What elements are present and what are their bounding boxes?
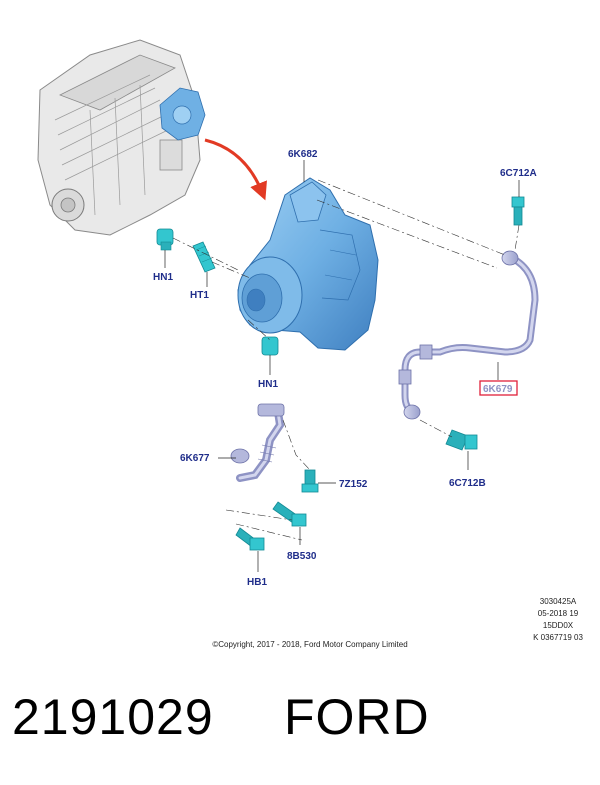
callout-HB1: HB1 (247, 577, 267, 588)
nut-HN1-lower (261, 336, 279, 356)
callout-HN1-upper: HN1 (153, 272, 173, 283)
bolt-8B530 (272, 501, 307, 527)
callout-HT1: HT1 (190, 290, 209, 301)
callout-8B530: 8B530 (287, 551, 317, 562)
drawing-ref-line4: K 0367719 03 (533, 633, 583, 642)
bolt-7Z152 (301, 469, 319, 493)
callout-6K682: 6K682 (288, 149, 318, 160)
stud-HT1 (192, 241, 216, 273)
oil-drain-pipe-6K677 (230, 403, 285, 482)
banjo-bolt-6C712B (445, 429, 478, 451)
callout-7Z152: 7Z152 (339, 479, 368, 490)
oil-pipe-6K679 (398, 250, 539, 420)
turbo-location-highlight (159, 87, 206, 141)
nut-HN1-upper (156, 228, 174, 251)
copyright-notice: ©Copyright, 2017 - 2018, Ford Motor Comp… (212, 640, 408, 649)
location-arrow (204, 138, 267, 201)
turbocharger-6K682 (237, 177, 379, 351)
exploded-parts-diagram: 6K682 6C712A HN1 HT1 HN1 6K679 6K677 7Z1… (37, 39, 539, 588)
drawing-ref-line3: 15DD0X (542, 621, 574, 630)
drawing-ref-line1: 3030425A (539, 597, 577, 606)
drawing-reference-block: 3030425A 05-2018 19 15DD0X K 0367719 03 (520, 596, 596, 644)
engine-illustration (37, 39, 201, 236)
callout-6C712A: 6C712A (500, 168, 537, 179)
drawing-ref-line2: 05-2018 19 (537, 609, 579, 618)
assembly-lines (172, 179, 520, 541)
leader-lines (164, 160, 520, 572)
callout-6K679: 6K679 (483, 384, 513, 395)
part-number: 2191029 (12, 689, 214, 745)
callout-6C712B: 6C712B (449, 478, 486, 489)
brand-name: FORD (284, 689, 430, 745)
callout-HN1-lower: HN1 (258, 379, 278, 390)
callout-6K677: 6K677 (180, 453, 210, 464)
banjo-bolt-6C712A (511, 196, 525, 226)
highlight-box-6K679 (479, 380, 518, 396)
bolt-HB1 (235, 527, 265, 551)
footer-caption: 2191029 FORD (12, 688, 592, 748)
